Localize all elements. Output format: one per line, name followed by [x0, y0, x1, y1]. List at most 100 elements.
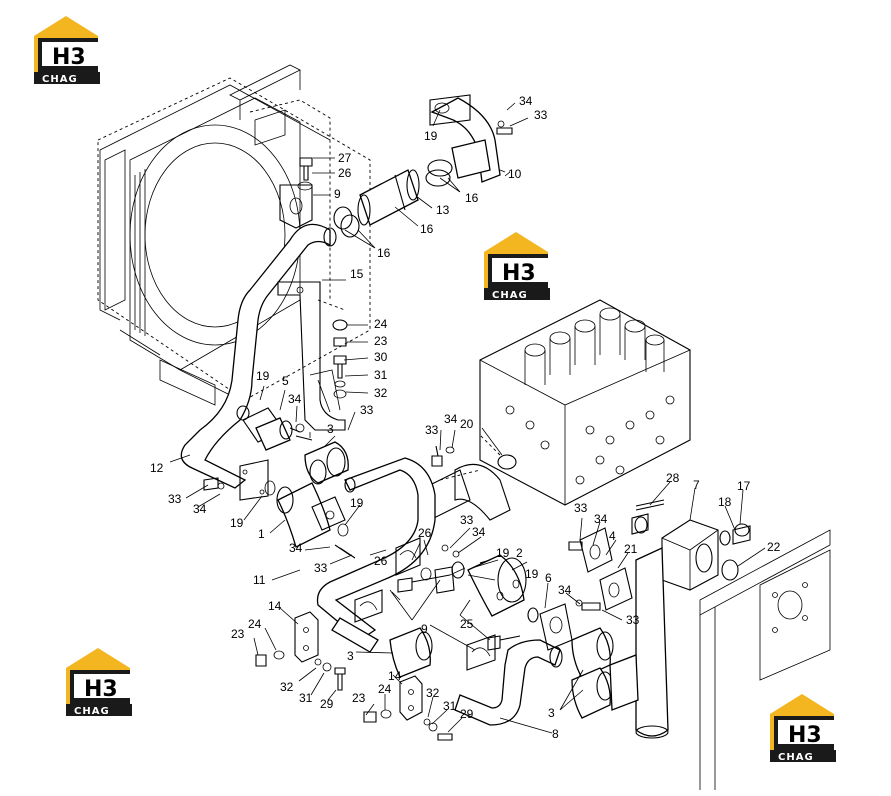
callout-29: 29 [460, 707, 474, 721]
callout-15: 15 [350, 267, 364, 281]
leader-lines [169, 102, 766, 734]
svg-text:H3: H3 [502, 261, 536, 286]
callout-8: 8 [552, 727, 559, 741]
callout-6: 6 [545, 571, 552, 585]
callout-16: 16 [420, 222, 434, 236]
callout-23: 23 [231, 627, 245, 641]
callout-13: 13 [436, 203, 450, 217]
callout-34: 34 [594, 512, 608, 526]
callout-24: 24 [374, 317, 388, 331]
svg-text:H3: H3 [52, 45, 86, 70]
callout-19: 19 [230, 516, 244, 530]
hoses-3-pair [571, 627, 614, 719]
callout-16: 16 [465, 191, 479, 205]
bolt-nut-sets [203, 120, 601, 741]
callout-34: 34 [444, 412, 458, 426]
callout-12: 12 [150, 461, 164, 475]
callout-1: 1 [258, 527, 265, 541]
elbow-7 [579, 499, 751, 739]
callout-5: 5 [282, 374, 289, 388]
callout-14: 14 [268, 599, 282, 613]
callout-33: 33 [360, 403, 374, 417]
callout-32: 32 [280, 680, 294, 694]
callout-10: 10 [508, 167, 522, 181]
radiator-frame [97, 64, 371, 406]
callout-17: 17 [737, 479, 751, 493]
watermark-logo: H3 CHAG [34, 16, 100, 85]
callout-19: 19 [256, 369, 270, 383]
control-valve-block [419, 299, 691, 521]
callout-31: 31 [299, 691, 313, 705]
callout-33: 33 [626, 613, 640, 627]
callout-29: 29 [320, 697, 334, 711]
callout-32: 32 [374, 386, 388, 400]
callout-33: 33 [460, 513, 474, 527]
flange-2-pipe-8 [451, 554, 573, 726]
flange-hoses-mid-left [236, 405, 356, 559]
callout-9: 9 [334, 187, 341, 201]
callout-19: 19 [525, 567, 539, 581]
callout-19: 19 [424, 129, 438, 143]
callout-28: 28 [666, 471, 680, 485]
callout-3: 3 [548, 706, 555, 720]
callout-26: 26 [374, 554, 388, 568]
callout-16: 16 [377, 246, 391, 260]
watermark-logo: H3 CHAG [484, 232, 550, 301]
callout-19: 19 [496, 546, 510, 560]
callout-33: 33 [425, 423, 439, 437]
callout-24: 24 [248, 617, 262, 631]
callout-18: 18 [718, 495, 732, 509]
callout-3: 3 [347, 649, 354, 663]
pipe-11 [316, 457, 436, 678]
callout-21: 21 [624, 542, 638, 556]
callout-23: 23 [374, 334, 388, 348]
svg-text:CHAG: CHAG [42, 74, 78, 85]
callout-labels: 27 26 9 19 34 33 10 16 13 16 16 15 24 23… [150, 94, 781, 741]
watermark-logo: H3 CHAG [770, 694, 836, 763]
callout-31: 31 [374, 368, 388, 382]
callout-33: 33 [534, 108, 548, 122]
callout-33: 33 [168, 492, 182, 506]
callout-33: 33 [574, 501, 588, 515]
clamps-9 [354, 537, 521, 671]
callout-22: 22 [767, 540, 781, 554]
svg-text:CHAG: CHAG [778, 752, 814, 763]
callout-20: 20 [460, 417, 474, 431]
callout-23: 23 [352, 691, 366, 705]
callout-34: 34 [193, 502, 207, 516]
callout-26: 26 [338, 166, 352, 180]
callout-26: 26 [418, 526, 432, 540]
watermark-logo: H3 CHAG [66, 648, 132, 717]
svg-text:CHAG: CHAG [74, 706, 110, 717]
callout-30: 30 [374, 350, 388, 364]
callout-3: 3 [327, 422, 334, 436]
svg-text:H3: H3 [788, 723, 822, 748]
callout-32: 32 [426, 686, 440, 700]
callout-31: 31 [443, 699, 457, 713]
callout-27: 27 [338, 151, 352, 165]
svg-text:CHAG: CHAG [492, 290, 528, 301]
brackets-14 [294, 611, 423, 721]
hardware-27-26-24-23-30-31-32 [297, 157, 348, 399]
callout-14: 14 [388, 669, 402, 683]
callout-33: 33 [314, 561, 328, 575]
callout-7: 7 [693, 478, 700, 492]
callout-34: 34 [519, 94, 533, 108]
right-frame [699, 529, 831, 790]
callout-34: 34 [472, 525, 486, 539]
callout-34: 34 [558, 583, 572, 597]
callout-9: 9 [421, 622, 428, 636]
callout-11: 11 [253, 573, 266, 587]
pipe-12 [180, 223, 337, 501]
top-hose-assembly [279, 94, 501, 238]
callout-34: 34 [288, 392, 302, 406]
callout-19: 19 [350, 496, 364, 510]
callout-24: 24 [378, 682, 392, 696]
svg-text:H3: H3 [84, 677, 118, 702]
callout-25: 25 [460, 617, 474, 631]
callout-4: 4 [609, 529, 616, 543]
callout-2: 2 [516, 546, 523, 560]
bracket-15 [277, 281, 346, 431]
callout-34: 34 [289, 541, 303, 555]
